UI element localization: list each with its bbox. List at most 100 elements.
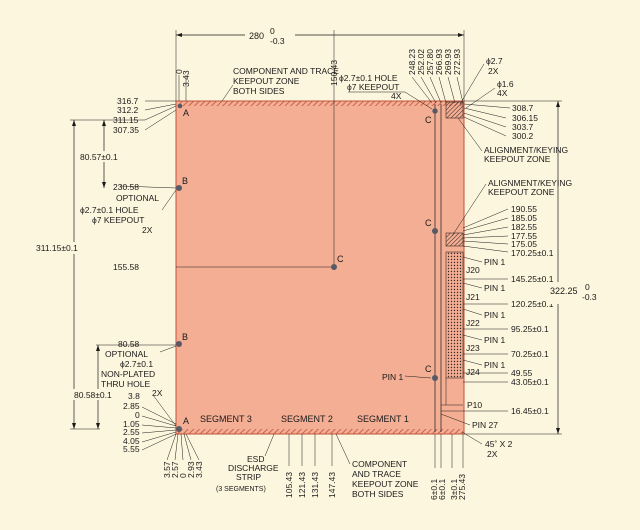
right-mid-value: 170.25±0.1 xyxy=(511,248,554,258)
segment-label: SEGMENT 3 xyxy=(200,414,252,424)
top-right-tick: 269.93 xyxy=(443,49,453,75)
top-right-tick: 257.80 xyxy=(425,49,435,75)
connector-pin: PIN 1 xyxy=(484,335,506,345)
connector-j21: PIN 1 J21 120.25±0.1 xyxy=(462,282,554,309)
dim-43-05: 43.05±0.1 xyxy=(463,377,549,387)
right-top-value: 308.7 xyxy=(512,103,534,113)
top-right-tick: 252.02 xyxy=(416,49,426,75)
connector-dim: 70.25±0.1 xyxy=(511,349,549,359)
left-top-value: 307.35 xyxy=(113,125,139,135)
bottom-tick: 3±0.1 xyxy=(449,479,459,500)
label-line: ESD xyxy=(247,454,264,464)
connector-pin: PIN 1 xyxy=(484,360,506,370)
alignment-top-label: ALIGNMENT/KEYING KEEPOUT ZONE xyxy=(457,117,568,164)
dim-value: 311.15±0.1 xyxy=(36,243,78,253)
bottom-tick: 0 xyxy=(178,473,188,478)
right-top-stack: 308.7 306.15 303.7 300.2 xyxy=(463,103,538,141)
label-line: ALIGNMENT/KEYING xyxy=(484,145,568,155)
connector-area xyxy=(445,251,464,379)
datum-a-bottom: A xyxy=(183,416,189,426)
p10-label: P10 xyxy=(467,400,482,410)
board-outline xyxy=(175,100,465,435)
datum-c-top-right: C xyxy=(425,115,432,125)
left-top-value: 312.2 xyxy=(117,105,139,115)
connector-j24: PIN 1 J24 49.55 xyxy=(462,359,533,378)
board-body xyxy=(175,100,465,435)
top-tick-0: 0 xyxy=(174,69,184,74)
dim-16-45: 16.45±0.1 xyxy=(441,406,549,416)
connector-j22: PIN 1 J22 95.25±0.1 xyxy=(462,308,549,334)
hole-a-bottom xyxy=(176,426,182,432)
left-bottom-value: 0 xyxy=(135,410,140,420)
label-line: 4X xyxy=(497,88,508,98)
right-top-value: 300.2 xyxy=(512,131,534,141)
left-bottom-value: 5.55 xyxy=(123,444,140,454)
label-line: ϕ1.6 xyxy=(497,79,514,89)
width-dim: 280 xyxy=(249,31,264,41)
datum-b-lower: B xyxy=(182,332,188,342)
hole-c-mid-right xyxy=(432,228,438,234)
label-line: KEEPOUT ZONE xyxy=(484,154,551,164)
label-line: NON-PLATED xyxy=(101,369,155,379)
connector-pin: PIN 1 xyxy=(484,310,506,320)
optional-b-label: OPTIONAL ϕ2.7±0.1 HOLE ϕ7 KEEPOUT 2X xyxy=(80,193,159,235)
width-tol-minus: -0.3 xyxy=(270,36,285,46)
connector-dim: 49.55 xyxy=(511,368,533,378)
connector-pin: PIN 1 xyxy=(484,283,506,293)
dim-value: 43.05±0.1 xyxy=(511,377,549,387)
hole-c-top-right xyxy=(432,108,438,114)
chamfer-label: 45˚ X 2 2X xyxy=(461,431,513,459)
right-top-value: 306.15 xyxy=(512,113,538,123)
label-line: ϕ2.7 xyxy=(486,56,503,66)
label-line: OPTIONAL xyxy=(105,349,148,359)
connector-dim: 145.25±0.1 xyxy=(511,274,554,284)
left-bottom-stack: 3.8 2.85 0 1.05 2.55 4.05 5.55 xyxy=(123,391,177,454)
top-left-ticks: 0 3.43 xyxy=(174,69,191,87)
connector-name: J24 xyxy=(466,367,480,377)
holes xyxy=(176,103,438,432)
label-line: 4X xyxy=(391,91,402,101)
connector-name: J23 xyxy=(466,343,480,353)
y-155-58: 155.58 xyxy=(113,262,139,272)
bottom-tick: 3.57 xyxy=(162,461,172,478)
height-tol-plus: 0 xyxy=(585,282,590,292)
pin27-label: PIN 27 xyxy=(440,413,498,430)
pin1-left-label: PIN 1 xyxy=(382,372,404,382)
left-top-stack: 316.7 312.2 311.15 307.35 xyxy=(113,96,177,135)
c-hole-top-label: ϕ2.7±0.1 HOLE ϕ7 KEEPOUT 4X xyxy=(339,73,402,101)
left-bottom-value: 2.85 xyxy=(123,401,140,411)
bottom-tick: 121.43 xyxy=(297,472,307,498)
label-line: 2X xyxy=(152,388,163,398)
hole-c-bottom-right xyxy=(432,375,438,381)
component-keepout-top-label: COMPONENT AND TRACE KEEPOUT ZONE BOTH SI… xyxy=(233,66,339,96)
label-line: KEEPOUT ZONE xyxy=(352,479,419,489)
left-bottom-value: 2.55 xyxy=(123,427,140,437)
alignment-mid-label: ALIGNMENT/KEYING KEEPOUT ZONE xyxy=(451,178,572,237)
y-80-58: 80.58 xyxy=(118,339,140,349)
label-line: 2X xyxy=(488,66,499,76)
phi27-label: ϕ2.7 2X xyxy=(459,56,503,105)
label-line: KEEPOUT ZONE xyxy=(488,187,555,197)
top-right-tick: 272.93 xyxy=(452,49,462,75)
connector-j23: PIN 1 J23 70.25±0.1 xyxy=(462,334,549,359)
label-line: AND TRACE xyxy=(352,469,401,479)
right-mid-value: 177.55 xyxy=(511,231,537,241)
connector-pin: PIN 1 xyxy=(484,257,506,267)
hole-b-upper xyxy=(176,185,182,191)
esd-label: ESD DISCHARGE STRIP (3 SEGMENTS) xyxy=(216,433,279,493)
left-bottom-value: 1.05 xyxy=(123,419,140,429)
bottom-tick: 3.43 xyxy=(194,461,204,478)
phi16-label: ϕ1.6 4X xyxy=(465,79,514,109)
right-top-value: 303.7 xyxy=(512,122,534,132)
label-line: THRU HOLE xyxy=(101,379,150,389)
connector-dim: 95.25±0.1 xyxy=(511,324,549,334)
label-line: BOTH SIDES xyxy=(233,86,285,96)
right-height-dimension: 322.25 0 -0.3 xyxy=(464,100,628,435)
datum-c-center: C xyxy=(337,254,344,264)
p10-text: P10 xyxy=(467,400,482,410)
bottom-tick: 131.43 xyxy=(310,472,320,498)
height-tol-minus: -0.3 xyxy=(582,292,597,302)
segment-label: SEGMENT 2 xyxy=(281,414,333,424)
label-line: ϕ7 KEEPOUT xyxy=(347,82,399,92)
